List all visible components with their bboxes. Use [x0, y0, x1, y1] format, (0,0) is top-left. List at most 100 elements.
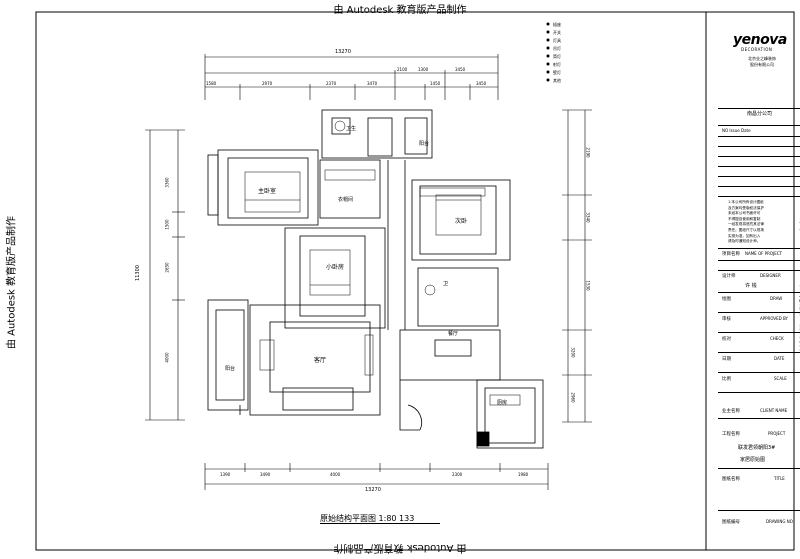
legend-item: 插座 [553, 22, 561, 27]
divider [718, 292, 800, 293]
divider [718, 332, 800, 333]
dim-right-5: 2960 [570, 392, 576, 403]
drawing-type: 家居原始图 [740, 457, 766, 463]
divider [718, 186, 800, 187]
divider [718, 136, 800, 137]
dim-top-6: 3450 [476, 81, 487, 86]
divider [718, 125, 800, 126]
notes-block: 1.本公司所有设计图纸 及方案均受版权法保护 未经本公司书面许可 不得擅自使用和… [728, 200, 788, 245]
note-line: 未经本公司书面许可 [728, 211, 761, 216]
field-value: DATE [774, 356, 785, 361]
dim-top-total: 13270 [335, 49, 351, 55]
field-value: DESIGNER [760, 273, 781, 278]
note-line: 一经发现将追究其法律 [728, 222, 764, 227]
room-balcony: 阳台 [225, 366, 236, 372]
dim-top-3: 2370 [326, 81, 337, 86]
company-line: 股份有限公司 [750, 62, 774, 67]
dim-bottom-4: 2300 [452, 472, 463, 477]
field-label: 工程名称 [722, 432, 740, 437]
company-logo: yenova [733, 32, 787, 48]
field-value: APPROVED BY [760, 316, 789, 321]
divider [718, 146, 800, 147]
divider [718, 352, 800, 353]
dim-top-2: 2970 [262, 81, 273, 86]
room-dining: 餐厅 [448, 331, 459, 337]
branch-name: 南昌分公司 [747, 111, 773, 117]
field-value: DRAW [770, 296, 783, 301]
field-value: PROJECT [768, 431, 786, 436]
note-line: 1.本公司所有设计图纸 [728, 200, 764, 204]
note-line: 请及时通知设计师。 [728, 239, 761, 244]
dim-bottom-3: 4000 [330, 472, 341, 477]
divider [718, 418, 800, 419]
field-value-designer: 许 钱 [745, 283, 757, 289]
dim-bottom-5: 1980 [518, 472, 529, 477]
company-line: 北京业之峰装饰 [748, 56, 776, 61]
left-dimensions [145, 129, 185, 421]
top-dimensions [204, 54, 499, 100]
divider [718, 156, 800, 157]
dim-top-4: 3470 [367, 81, 378, 86]
field-label: 业主名称 [722, 409, 740, 414]
legend-item: 灯具 [553, 38, 561, 43]
room-master-bedroom: 主卧室 [258, 188, 277, 195]
dim-top-1: 1580 [206, 81, 217, 86]
legend-item: 吊灯 [553, 46, 561, 51]
legend-item: 其他 [553, 78, 561, 83]
dim-right-2: 3340 [585, 212, 591, 223]
watermark-top: 由 Autodesk 教育版产品制作 [333, 5, 467, 16]
note-line: 及方案均受版权法保护 [728, 205, 764, 210]
room-cloak: 衣帽间 [338, 197, 354, 203]
field-label: 校对 [722, 337, 731, 342]
divider [718, 510, 800, 511]
note-line: 责任。图纸尺寸以现场 [728, 227, 764, 232]
room-bath-3: 卫 [443, 281, 449, 287]
divider [718, 248, 800, 249]
legend: 插座 开关 灯具 吊灯 筒灯 射灯 壁灯 其他 [553, 21, 561, 85]
dim-bottom-1: 1390 [220, 472, 231, 477]
divider [718, 312, 800, 313]
legend-item: 壁灯 [553, 70, 561, 75]
project-name: 联发君领朝阳3# [738, 445, 776, 451]
divider [718, 372, 800, 373]
field-label: 图纸名称 [722, 477, 740, 482]
divider [718, 196, 800, 197]
note-line: 实测为准，如有出入 [728, 233, 761, 238]
dim-left-3: 2650 [164, 262, 170, 273]
room-bath-2: 阳台 [419, 141, 430, 147]
room-living: 客厅 [314, 357, 327, 364]
dim-left-1: 3360 [164, 177, 170, 188]
field-label: 比例 [722, 377, 731, 382]
note-line: 不得擅自使用和复制 [728, 216, 761, 221]
caption-underline [320, 523, 440, 524]
dim-top-small-3: 3450 [455, 67, 466, 72]
field-label: 日期 [722, 357, 731, 362]
room-bath-1: 卫生 [346, 126, 357, 132]
field-value: CHECK [770, 336, 784, 341]
dim-left-4: 4000 [164, 352, 170, 363]
drawing-caption: 原始结构平面图 1:80 133 [320, 514, 415, 523]
dim-right-1: 2190 [585, 147, 591, 158]
divider [718, 468, 800, 469]
dim-right-3: 1530 [585, 280, 591, 291]
room-kitchen: 厨房 [497, 400, 508, 406]
field-value: DRAWING NO [766, 519, 793, 524]
divider [718, 176, 800, 177]
divider [718, 260, 800, 261]
field-value: NAME OF PROJECT [745, 251, 782, 256]
legend-item: 筒灯 [553, 54, 561, 59]
field-label: 图纸编号 [722, 520, 740, 525]
divider [718, 108, 800, 109]
walls [207, 109, 544, 449]
room-bedroom-2: 次卧 [455, 218, 468, 225]
field-value: SCALE [774, 376, 787, 381]
field-value: CLIENT NAME [760, 408, 788, 413]
field-label: 设计师 [722, 274, 736, 279]
dim-top-small-2: 1300 [418, 67, 429, 72]
field-value: TITLE [774, 476, 785, 481]
room-small-bedroom: 小卧房 [326, 264, 345, 271]
dim-right-4: 3200 [570, 347, 576, 358]
dim-top-5: 1450 [430, 81, 441, 86]
company-logo-sub: DECORATION [741, 47, 773, 52]
